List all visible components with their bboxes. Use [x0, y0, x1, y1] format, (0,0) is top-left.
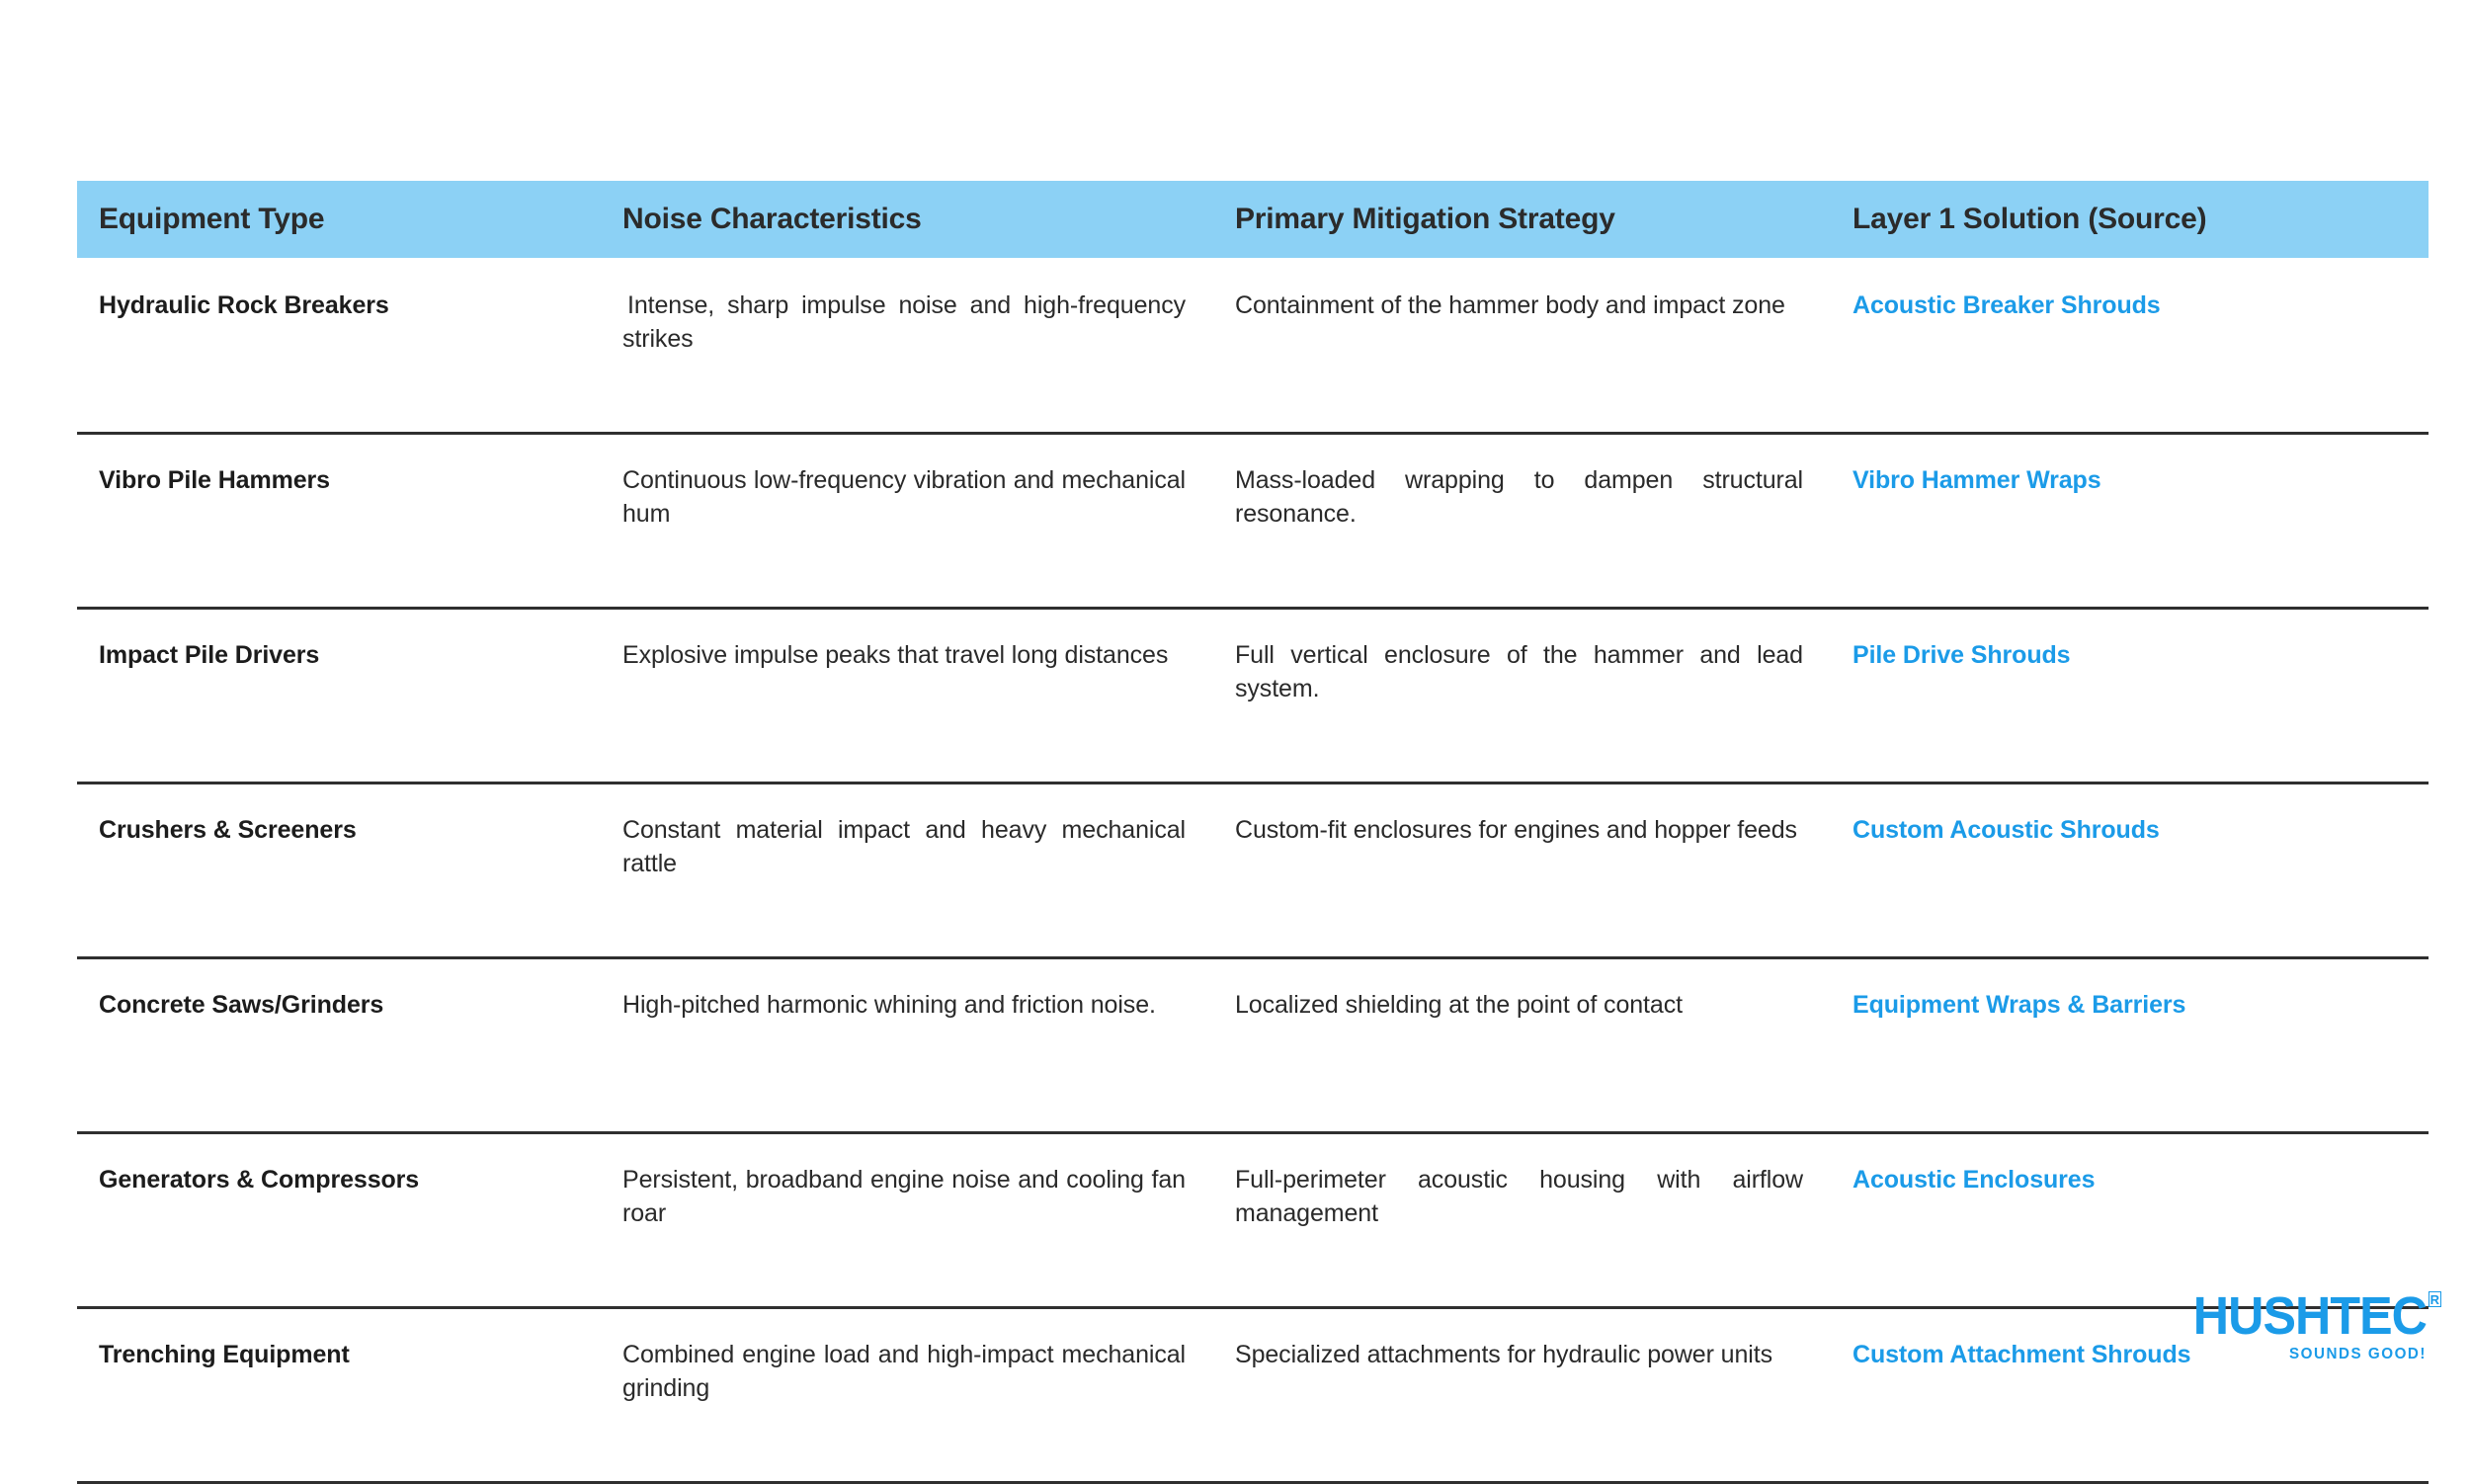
- cell-layer-1-solution-link[interactable]: Acoustic Breaker Shrouds: [1831, 258, 2429, 435]
- cell-layer-1-solution-link[interactable]: Vibro Hammer Wraps: [1831, 433, 2429, 610]
- cell-equipment-type: Hydraulic Rock Breakers: [77, 258, 601, 435]
- column-header-layer-1-solution: Layer 1 Solution (Source): [1831, 181, 2429, 258]
- logo-mark: HUSHTEC R: [2176, 1286, 2441, 1346]
- cell-layer-1-solution-link[interactable]: Equipment Wraps & Barriers: [1831, 957, 2429, 1134]
- cell-equipment-type: Impact Pile Drivers: [77, 608, 601, 784]
- cell-mitigation-strategy: Localized shielding at the point of cont…: [1213, 957, 1831, 1134]
- table-row: Trenching Equipment Combined engine load…: [77, 1307, 2429, 1484]
- cell-equipment-type: Concrete Saws/Grinders: [77, 957, 601, 1134]
- table-row: Vibro Pile Hammers Continuous low-freque…: [77, 433, 2429, 610]
- logo-tagline: SOUNDS GOOD!: [2288, 1346, 2427, 1362]
- cell-noise-characteristics: High-pitched harmonic whining and fricti…: [601, 957, 1213, 1134]
- cell-noise-characteristics: Explosive impulse peaks that travel long…: [601, 608, 1213, 784]
- column-header-noise-characteristics: Noise Characteristics: [601, 181, 1213, 258]
- logo-wordmark: HUSHTEC: [2192, 1286, 2428, 1346]
- cell-noise-characteristics: Persistent, broadband engine noise and c…: [601, 1132, 1213, 1309]
- cell-mitigation-strategy: Full-perimeter acoustic housing with air…: [1213, 1132, 1831, 1309]
- column-header-primary-mitigation-strategy: Primary Mitigation Strategy: [1213, 181, 1831, 258]
- cell-layer-1-solution-link[interactable]: Acoustic Enclosures: [1831, 1132, 2429, 1309]
- table-row: Impact Pile Drivers Explosive impulse pe…: [77, 608, 2429, 784]
- hushtec-logo: HUSHTEC R SOUNDS GOOD!: [2176, 1286, 2441, 1363]
- cell-mitigation-strategy: Specialized attachments for hydraulic po…: [1213, 1307, 1831, 1484]
- cell-equipment-type: Crushers & Screeners: [77, 783, 601, 959]
- cell-noise-characteristics: Continuous low-frequency vibration and m…: [601, 433, 1213, 610]
- table-header: Equipment Type Noise Characteristics Pri…: [77, 181, 2429, 258]
- table-row: Concrete Saws/Grinders High-pitched harm…: [77, 957, 2429, 1134]
- cell-equipment-type: Generators & Compressors: [77, 1132, 601, 1309]
- table-header-row: Equipment Type Noise Characteristics Pri…: [77, 181, 2429, 258]
- table-body: Hydraulic Rock Breakers Intense, sharp i…: [77, 258, 2429, 1484]
- cell-layer-1-solution-link[interactable]: Custom Acoustic Shrouds: [1831, 783, 2429, 959]
- cell-mitigation-strategy: Containment of the hammer body and impac…: [1213, 258, 1831, 435]
- cell-mitigation-strategy: Full vertical enclosure of the hammer an…: [1213, 608, 1831, 784]
- cell-mitigation-strategy: Custom-fit enclosures for engines and ho…: [1213, 783, 1831, 959]
- cell-noise-characteristics: Combined engine load and high-impact mec…: [601, 1307, 1213, 1484]
- column-header-equipment-type: Equipment Type: [77, 181, 601, 258]
- cell-noise-characteristics: Intense, sharp impulse noise and high-fr…: [601, 258, 1213, 435]
- equipment-noise-table: Equipment Type Noise Characteristics Pri…: [77, 181, 2429, 1484]
- cell-equipment-type: Trenching Equipment: [77, 1307, 601, 1484]
- cell-mitigation-strategy: Mass-loaded wrapping to dampen structura…: [1213, 433, 1831, 610]
- cell-layer-1-solution-link[interactable]: Pile Drive Shrouds: [1831, 608, 2429, 784]
- cell-equipment-type: Vibro Pile Hammers: [77, 433, 601, 610]
- table-row: Hydraulic Rock Breakers Intense, sharp i…: [77, 258, 2429, 435]
- cell-noise-characteristics: Constant material impact and heavy mecha…: [601, 783, 1213, 959]
- page-canvas: Equipment Type Noise Characteristics Pri…: [77, 181, 2441, 1484]
- equipment-noise-table-container: Equipment Type Noise Characteristics Pri…: [77, 181, 2429, 1484]
- table-row: Generators & Compressors Persistent, bro…: [77, 1132, 2429, 1309]
- registered-trademark-icon: R: [2428, 1291, 2441, 1307]
- table-row: Crushers & Screeners Constant material i…: [77, 783, 2429, 959]
